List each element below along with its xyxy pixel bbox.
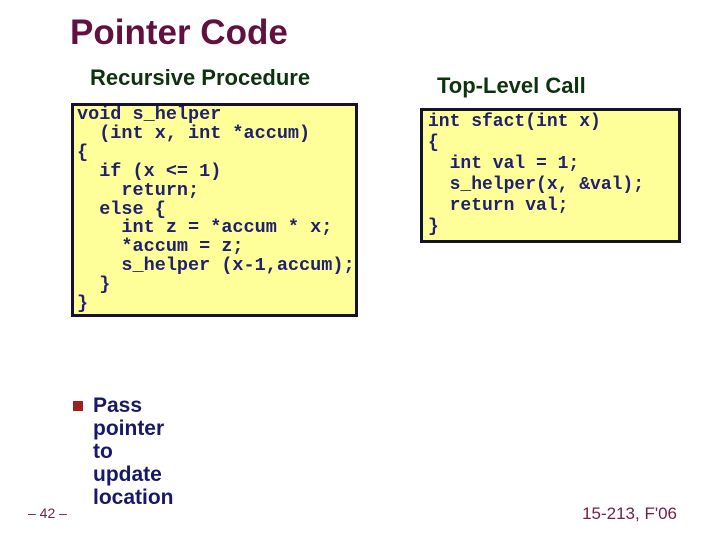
code-recursive-procedure: void s_helper (int x, int *accum) { if (… bbox=[77, 104, 355, 315]
code-top-level-call: int sfact(int x) { int val = 1; s_helper… bbox=[428, 112, 645, 237]
square-bullet-icon bbox=[73, 401, 83, 411]
section-heading-top-level-call: Top-Level Call bbox=[437, 73, 586, 98]
section-heading-recursive-procedure: Recursive Procedure bbox=[90, 65, 311, 90]
code-box-recursive-procedure: void s_helper (int x, int *accum) { if (… bbox=[71, 103, 358, 317]
bullet-text: Pass pointer to update location bbox=[93, 394, 174, 509]
slide-title: Pointer Code bbox=[70, 13, 288, 52]
page-number: – 42 – bbox=[28, 505, 67, 521]
code-box-top-level-call: int sfact(int x) { int val = 1; s_helper… bbox=[420, 108, 681, 243]
course-footer: 15-213, F'06 bbox=[582, 504, 677, 523]
